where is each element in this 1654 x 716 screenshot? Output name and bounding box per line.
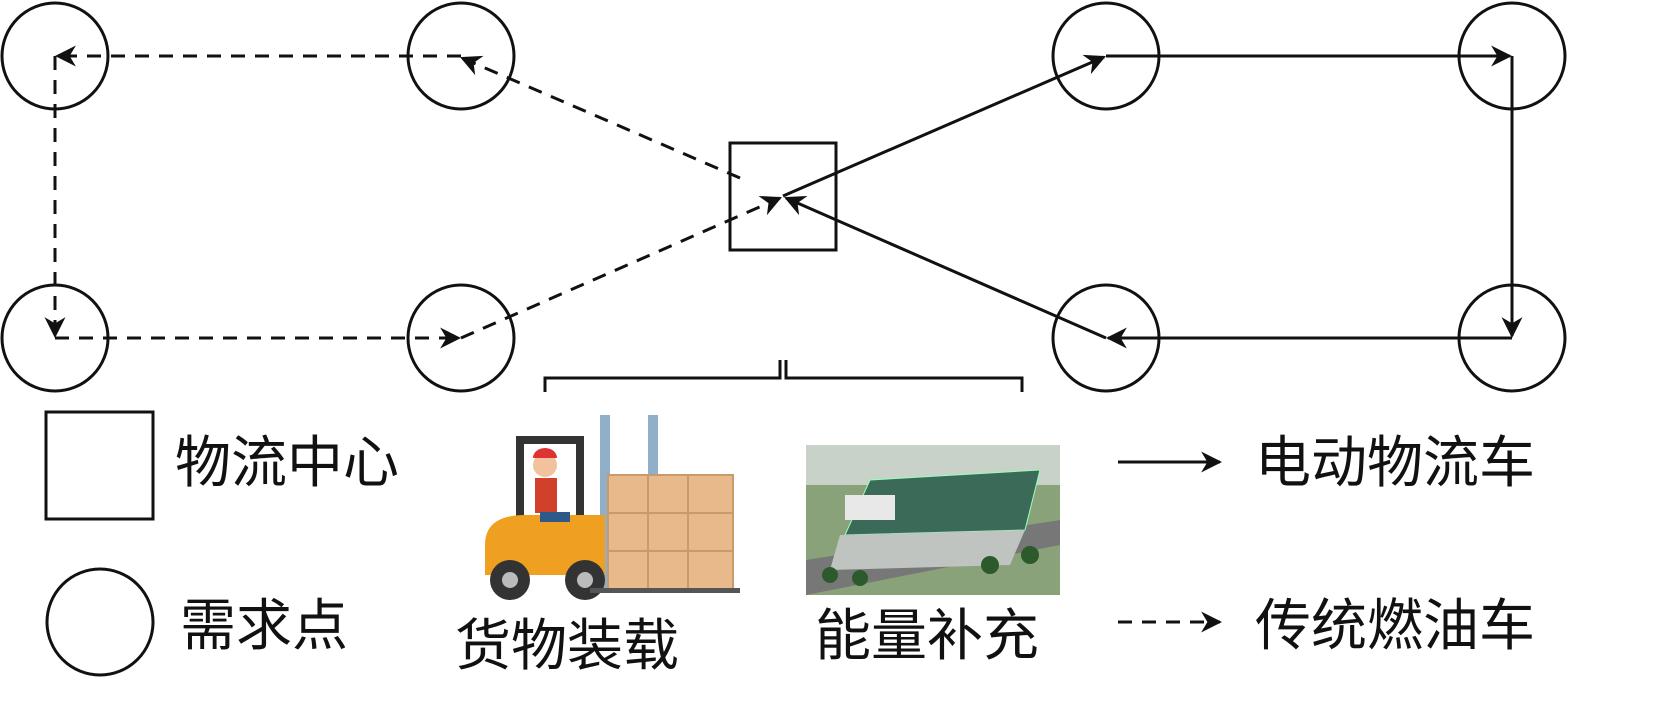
energy-label: 能量补充 bbox=[815, 604, 1039, 669]
electric-vehicle-route bbox=[782, 45, 1523, 349]
legend-center-label: 物流中心 bbox=[175, 431, 399, 496]
bracket bbox=[543, 360, 1024, 392]
legend-circle-icon bbox=[45, 567, 155, 677]
forklift-image bbox=[485, 415, 740, 600]
legend-demand-label: 需求点 bbox=[180, 594, 348, 659]
legend-square-icon bbox=[44, 410, 155, 521]
charging-station-image bbox=[806, 445, 1060, 595]
demand-point-6 bbox=[406, 283, 516, 393]
logistics-center bbox=[728, 141, 838, 252]
loading-label: 货物装载 bbox=[455, 614, 679, 679]
fuel-vehicle-route bbox=[44, 45, 782, 349]
legend-fuel-label: 传统燃油车 bbox=[1255, 594, 1535, 659]
legend-electric-label: 电动物流车 bbox=[1255, 431, 1535, 496]
